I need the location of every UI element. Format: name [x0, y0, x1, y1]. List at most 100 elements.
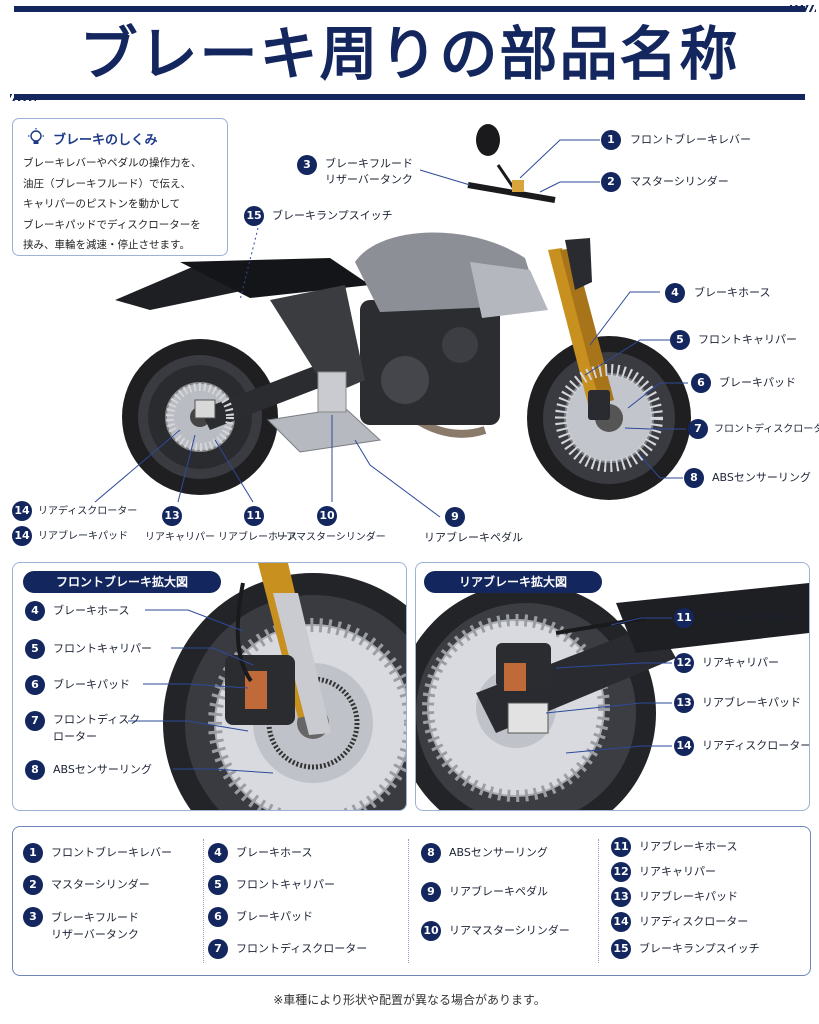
callout-14b-label: リアブレーキパッド: [38, 531, 128, 542]
legend-7-badge: 7: [208, 939, 228, 959]
legend-5-badge: 5: [208, 875, 228, 895]
legend-15-label: ブレーキランプスイッチ: [639, 942, 760, 955]
callout-15-label: ブレーキランプスイッチ: [272, 209, 393, 222]
front-detail-6-badge: 6: [25, 675, 45, 695]
callout-6-badge: 6: [691, 373, 711, 393]
legend-4-label: ブレーキホース: [236, 846, 313, 859]
rear-detail-13-label: リアブレーキパッド: [702, 696, 801, 709]
reservoir-tank: [512, 180, 524, 192]
callout-4-label: ブレーキホース: [694, 286, 771, 299]
legend-divider: [203, 839, 204, 963]
callout-10-label: リアマスターシリンダー: [276, 532, 386, 543]
legend-14-label: リアディスクローター: [639, 915, 749, 928]
rear-detail-title: リアブレーキ拡大図: [424, 571, 602, 593]
rear-detail-leaders: [545, 617, 672, 754]
legend-9-label: リアブレーキペダル: [449, 885, 548, 898]
front-detail-4-badge: 4: [25, 601, 45, 621]
front-detail-8-badge: 8: [25, 760, 45, 780]
callout-11-badge: 11: [244, 506, 264, 526]
callout-6-label: ブレーキパッド: [719, 376, 796, 389]
info-title: ブレーキのしくみ: [53, 133, 158, 148]
legend-6-badge: 6: [208, 907, 228, 927]
callout-1-badge: 1: [601, 130, 621, 150]
callout-9-label: リアブレーキペダル: [424, 531, 523, 544]
legend-11-badge: 11: [611, 837, 631, 857]
legend-13-badge: 13: [611, 887, 631, 907]
callout-14b-badge: 14: [12, 526, 32, 546]
rear-detail-12-badge: 12: [674, 653, 694, 673]
legend-4-badge: 4: [208, 843, 228, 863]
front-brake-closeup: [163, 563, 406, 810]
front-detail-5-badge: 5: [25, 639, 45, 659]
callout-2-badge: 2: [601, 172, 621, 192]
title-bottom-rule: [14, 94, 805, 100]
legend-divider: [598, 839, 599, 963]
legend-14-badge: 14: [611, 912, 631, 932]
callout-11-label: リアブレーホース: [218, 532, 298, 543]
rear-detail-12-label: リアキャリパー: [702, 656, 779, 669]
legend-12-label: リアキャリパー: [639, 865, 716, 878]
legend-3-badge: 3: [23, 907, 43, 927]
callout-8-label: ABSセンサーリング: [712, 471, 811, 484]
front-detail-7-label: フロントディスク ローター: [53, 713, 141, 743]
legend-12-badge: 12: [611, 862, 631, 882]
rear-detail-11-label: リアブレーキホース: [702, 611, 801, 624]
front-detail-leaders: [128, 609, 274, 774]
callout-7-label: フロントディスクローター: [714, 424, 819, 435]
callout-4-badge: 4: [665, 283, 685, 303]
callout-8-badge: 8: [684, 468, 704, 488]
callout-13-badge: 13: [162, 506, 182, 526]
legend-1-badge: 1: [23, 843, 43, 863]
callout-9-badge: 9: [445, 507, 465, 527]
legend-2-label: マスターシリンダー: [51, 878, 150, 891]
front-detail-7-badge: 7: [25, 711, 45, 731]
legend-1-label: フロントブレーキレバー: [51, 846, 172, 859]
legend-13-label: リアブレーキパッド: [639, 890, 738, 903]
callout-15-badge: 15: [244, 206, 264, 226]
callout-10-badge: 10: [317, 506, 337, 526]
legend-divider: [408, 839, 409, 963]
legend-2-badge: 2: [23, 875, 43, 895]
callout-14a-label: リアディスクローター: [38, 506, 138, 517]
callout-2-label: マスターシリンダー: [630, 175, 729, 188]
callout-3-badge: 3: [297, 155, 317, 175]
legend-5-label: フロントキャリパー: [236, 878, 335, 891]
legend-10-badge: 10: [421, 921, 441, 941]
front-detail-6-label: ブレーキパッド: [53, 678, 130, 691]
legend-6-label: ブレーキパッド: [236, 910, 313, 923]
rear-detail-14-label: リアディスクローター: [702, 739, 810, 752]
legend-8-badge: 8: [421, 843, 441, 863]
callout-14a-badge: 14: [12, 501, 32, 521]
legend-3-label: ブレーキフルード リザーバータンク: [51, 911, 139, 941]
front-detail-panel: フロントブレーキ拡大図 4 ブレーキホース 5 フロントキャリパー 6 ブレーキ…: [12, 562, 407, 811]
callout-7-badge: 7: [688, 419, 708, 439]
title-stripes-right: [790, 5, 816, 12]
callout-1-label: フロントブレーキレバー: [630, 133, 751, 146]
callout-5-badge: 5: [670, 330, 690, 350]
page-title: ブレーキ周りの部品名称: [79, 20, 740, 88]
info-box: ブレーキのしくみ ブレーキレバーやペダルの操作力を、 油圧（ブレーキフルード）で…: [12, 118, 228, 256]
parts-legend: 1 フロントブレーキレバー 2 マスターシリンダー 3 ブレーキフルード リザー…: [12, 826, 811, 976]
legend-9-badge: 9: [421, 882, 441, 902]
title-top-rule: [14, 6, 805, 12]
rear-brake-closeup: [416, 583, 809, 810]
callout-5-label: フロントキャリパー: [698, 333, 797, 346]
rear-detail-11-badge: 11: [674, 608, 694, 628]
rear-detail-14-badge: 14: [674, 736, 694, 756]
legend-11-label: リアブレーキホース: [639, 840, 738, 853]
front-detail-4-label: ブレーキホース: [53, 604, 130, 617]
legend-15-badge: 15: [611, 939, 631, 959]
lightbulb-icon: [28, 128, 44, 144]
callout-13-label: リアキャリパー: [145, 532, 215, 543]
rear-detail-panel: リアブレーキ拡大図 11 リアブレーキホース 12 リアキャリパー 13 リアブ…: [415, 562, 810, 811]
callout-3-label: ブレーキフルード リザーバータンク: [325, 157, 413, 186]
info-text: ブレーキレバーやペダルの操作力を、 油圧（ブレーキフルード）で伝え、 キャリパー…: [23, 157, 202, 251]
front-detail-8-label: ABSセンサーリング: [53, 763, 152, 776]
legend-10-label: リアマスターシリンダー: [449, 924, 570, 937]
rear-detail-13-badge: 13: [674, 693, 694, 713]
front-detail-title: フロントブレーキ拡大図: [23, 571, 221, 593]
front-detail-5-label: フロントキャリパー: [53, 642, 152, 655]
legend-7-label: フロントディスクローター: [236, 942, 368, 955]
